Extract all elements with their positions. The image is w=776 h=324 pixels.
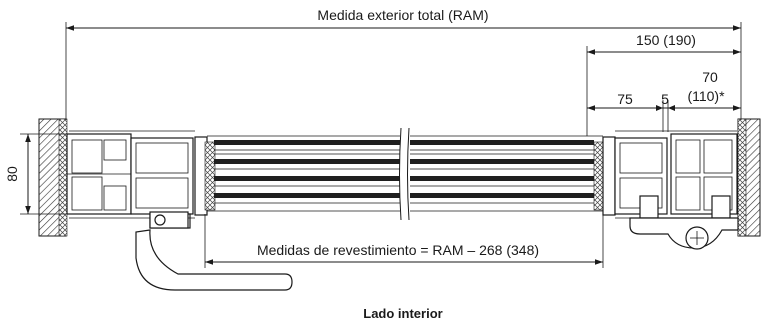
hinge-fitting bbox=[629, 195, 739, 250]
right-insulation bbox=[737, 118, 747, 237]
glazing-panel-left bbox=[207, 135, 400, 212]
glazing-panel-right bbox=[410, 135, 603, 212]
frame-outer-label-bottom: (110)* bbox=[687, 88, 725, 104]
break-line-left bbox=[399, 127, 402, 221]
interior-side-caption: Lado interior bbox=[363, 306, 442, 321]
window-handle bbox=[135, 211, 293, 291]
total-width-label: Medida exterior total (RAM) bbox=[317, 7, 488, 23]
frame-outer-label-top: 70 bbox=[702, 69, 718, 85]
gap-label: 5 bbox=[661, 91, 669, 107]
left-edge-spacer bbox=[204, 141, 216, 211]
cladding-label: Medidas de revestimiento = RAM – 268 (34… bbox=[257, 242, 539, 258]
side-width-label: 150 (190) bbox=[636, 32, 696, 48]
break-line-right bbox=[407, 127, 410, 221]
frame-inner-label: 75 bbox=[617, 91, 633, 107]
right-glazing-bead bbox=[602, 136, 616, 216]
left-insulation bbox=[58, 118, 68, 237]
height-label: 80 bbox=[4, 166, 20, 182]
